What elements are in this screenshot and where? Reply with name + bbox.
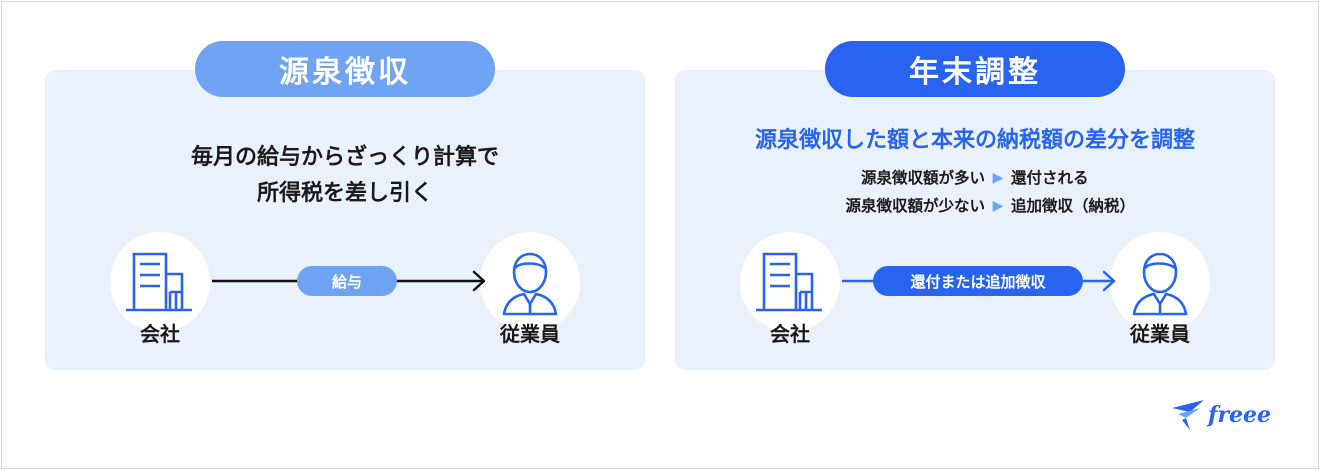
employee-label: 従業員	[500, 322, 560, 346]
company-icon-circle-right	[740, 232, 840, 332]
case-row-overpaid: 源泉徴収額が多い ▶ 還付される	[675, 164, 1275, 192]
play-arrow-icon: ▶	[992, 170, 1004, 186]
company-icon-circle	[110, 232, 210, 332]
freee-bird-logo	[1172, 400, 1204, 430]
employee-label-right: 従業員	[1130, 322, 1190, 346]
year-end-headline: 源泉徴収した額と本来の納税額の差分を調整	[754, 128, 1195, 153]
freee-logo: freee	[1170, 398, 1271, 432]
withholding-description-line2: 所得税を差し引く	[256, 181, 433, 206]
case-condition: 源泉徴収額が多い	[860, 169, 985, 187]
withholding-title-pill: 源泉徴収	[195, 41, 495, 97]
year-end-cases: 源泉徴収額が多い ▶ 還付される 源泉徴収額が少ない ▶ 追加徴収（納税）	[675, 164, 1275, 220]
case-row-underpaid: 源泉徴収額が少ない ▶ 追加徴収（納税）	[675, 192, 1275, 220]
year-end-title-pill: 年末調整	[825, 41, 1125, 97]
person-icon	[1132, 252, 1188, 316]
withholding-description: 毎月の給与からざっくり計算で 所得税を差し引く	[45, 140, 645, 212]
employee-icon-circle	[480, 232, 580, 332]
employee-icon-circle-right	[1110, 232, 1210, 332]
person-icon	[502, 252, 558, 316]
company-label: 会社	[140, 322, 180, 346]
withholding-description-line1: 毎月の給与からざっくり計算で	[190, 145, 499, 170]
arrow-right-icon	[472, 270, 486, 292]
case-result: 還付される	[1011, 169, 1089, 187]
building-icon	[126, 252, 192, 312]
building-icon	[756, 252, 822, 312]
company-label-right: 会社	[770, 322, 810, 346]
case-result: 追加徴収（納税）	[1011, 197, 1136, 215]
salary-flow-badge: 給与	[297, 266, 397, 296]
arrow-right-icon	[1102, 270, 1116, 292]
case-condition: 源泉徴収額が少ない	[845, 197, 985, 215]
play-arrow-icon: ▶	[992, 198, 1004, 214]
freee-logo-text: freee	[1208, 402, 1272, 428]
refund-or-collection-badge: 還付または追加徴収	[873, 266, 1083, 296]
